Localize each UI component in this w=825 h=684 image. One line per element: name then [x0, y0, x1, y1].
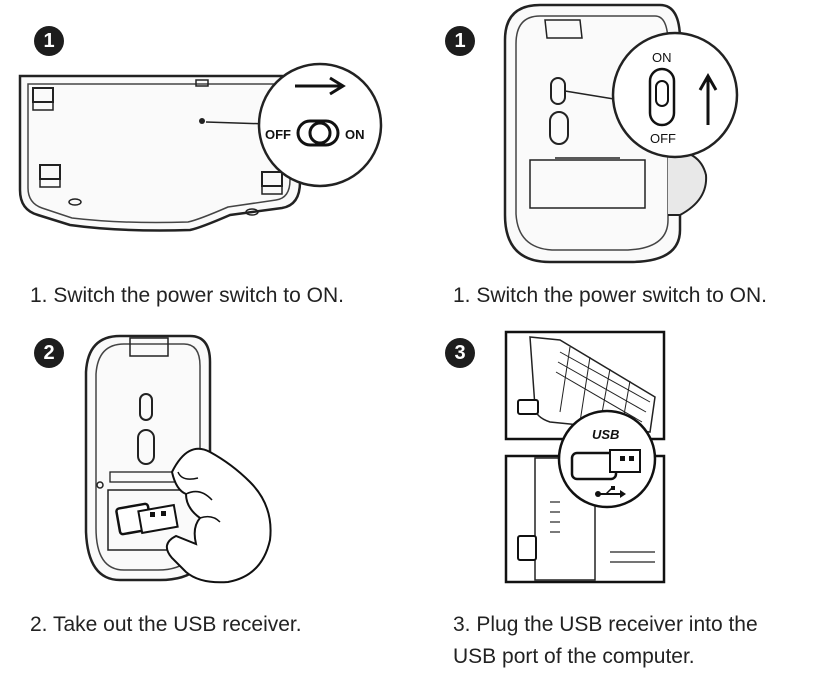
off-label: OFF: [650, 131, 676, 146]
step-mouse-power: 1 ON OFF 1. Switch the power switch to O…: [410, 0, 825, 320]
step-caption-line2: USB port of the computer.: [453, 645, 695, 668]
off-label: OFF: [265, 127, 291, 142]
computer-usb-illustration: USB: [504, 330, 666, 584]
step-plug-in-receiver: 3 USB: [410, 322, 825, 684]
step-keyboard-power: 1 OFF ON 1. Switch the power switch to O…: [0, 0, 410, 320]
step-take-out-receiver: 2 2. Take out the USB receiver.: [0, 322, 410, 636]
step-caption: 1. Switch the power switch to ON.: [30, 284, 344, 307]
usb-label: USB: [592, 427, 619, 442]
keyboard-underside-illustration: OFF ON: [18, 62, 383, 232]
step-caption-line1: 3. Plug the USB receiver into the: [453, 613, 758, 636]
step-caption: 2. Take out the USB receiver.: [30, 613, 302, 636]
on-label: ON: [345, 127, 365, 142]
step-number-badge: 2: [34, 338, 64, 368]
step-number-badge: 1: [34, 26, 64, 56]
usb-symbol-icon: [595, 486, 626, 498]
on-label: ON: [652, 50, 672, 65]
mouse-underside-illustration: ON OFF: [503, 3, 739, 264]
step-number-badge: 3: [445, 338, 475, 368]
step-caption: 1. Switch the power switch to ON.: [453, 284, 767, 307]
mouse-receiver-illustration: [84, 334, 272, 584]
step-number-badge: 1: [445, 26, 475, 56]
